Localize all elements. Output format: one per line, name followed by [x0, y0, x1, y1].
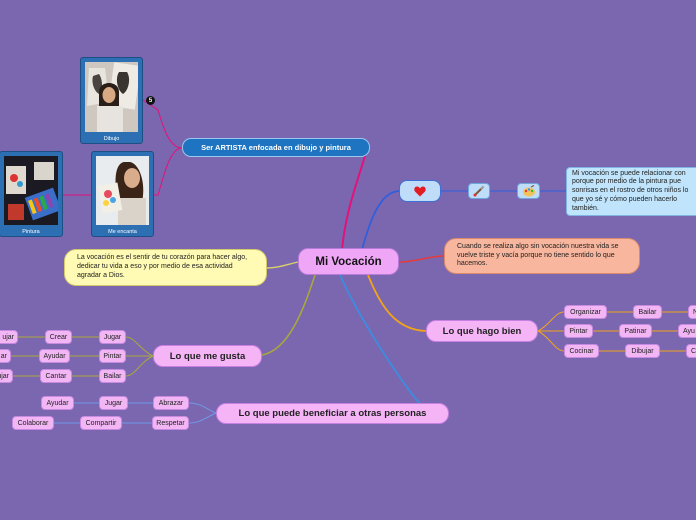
beneficiar-item[interactable]: Colaborar	[12, 416, 54, 430]
beneficiar-item[interactable]: Ayudar	[41, 396, 74, 410]
gusta-item[interactable]: ar	[0, 349, 11, 363]
hago-item[interactable]: Bailar	[633, 305, 662, 319]
gusta-item[interactable]: Bailar	[99, 369, 126, 383]
central-topic[interactable]: Mi Vocación	[298, 248, 399, 275]
heart-description-note[interactable]: Mi vocación se puede relacionar con porq…	[566, 167, 696, 216]
connector-central-heart	[361, 190, 400, 251]
hago-item[interactable]: Pintar	[564, 324, 593, 338]
beneficiar-item[interactable]: Compartir	[80, 416, 122, 430]
heart-icon	[414, 186, 426, 196]
gusta-item[interactable]: ujar	[0, 330, 18, 344]
topic-lo-que-me-gusta[interactable]: Lo que me gusta	[153, 345, 262, 367]
gusta-item[interactable]: Cantar	[40, 369, 72, 383]
gusta-item[interactable]: ujar	[0, 369, 13, 383]
connector-central-beneficiar	[339, 274, 421, 405]
gusta-item[interactable]: Crear	[45, 330, 72, 344]
girl-painting-photo	[96, 156, 149, 225]
connector-beneficiar-cols	[54, 402, 153, 424]
connector-central-hago	[367, 274, 427, 332]
sad-note[interactable]: Cuando se realiza algo sin vocación nues…	[444, 238, 640, 274]
brush-icon	[473, 185, 485, 197]
image-caption: Me encanta	[108, 229, 137, 235]
hago-item[interactable]: Patinar	[619, 324, 652, 338]
gusta-item[interactable]: Ayudar	[39, 349, 70, 363]
painting-icon	[522, 185, 535, 197]
image-caption: Dibujo	[103, 136, 120, 142]
image-me-encanta[interactable]: Me encanta	[91, 151, 154, 237]
image-pintura[interactable]: Pintura	[0, 151, 63, 237]
connector-central-artist	[341, 152, 367, 251]
gusta-item[interactable]: Pintar	[99, 349, 126, 363]
connector-artist-images	[142, 99, 183, 149]
drawing-photo	[85, 62, 138, 132]
hago-item[interactable]: N	[688, 305, 696, 319]
beneficiar-item[interactable]: Abrazar	[153, 396, 189, 410]
connector-gusta-cols	[11, 336, 99, 377]
topic-beneficiar[interactable]: Lo que puede beneficiar a otras personas	[216, 403, 449, 424]
hago-item[interactable]: Cocinar	[564, 344, 599, 358]
connector-hago-rows	[537, 311, 565, 352]
connector-central-yellow	[266, 261, 299, 269]
hago-item[interactable]: Dibujar	[625, 344, 660, 358]
brush-node[interactable]	[468, 183, 490, 199]
heart-topic[interactable]	[399, 180, 441, 202]
beneficiar-item[interactable]: Jugar	[99, 396, 128, 410]
connector-hago-cols	[593, 311, 688, 352]
hago-item[interactable]: C	[686, 344, 696, 358]
hago-item[interactable]: Ayu	[678, 324, 696, 338]
connector-beneficiar-rows	[188, 402, 217, 424]
topic-lo-que-hago-bien[interactable]: Lo que hago bien	[426, 320, 538, 342]
image-dibujo[interactable]: Dibujo	[80, 57, 143, 144]
definition-note[interactable]: La vocación es el sentir de tu corazón p…	[64, 249, 267, 286]
painting-node[interactable]	[517, 183, 540, 199]
connector-central-sad	[398, 255, 445, 263]
image-caption: Pintura	[22, 229, 40, 235]
connector-artist-images-b	[154, 147, 183, 196]
connector-gusta-rows	[125, 336, 154, 377]
beneficiar-item[interactable]: Respetar	[152, 416, 189, 430]
count-badge[interactable]: 5	[146, 96, 155, 105]
topic-ser-artista[interactable]: Ser ARTISTA enfocada en dibujo y pintura	[182, 138, 370, 157]
hago-item[interactable]: Organizar	[564, 305, 607, 319]
paint-photo	[4, 156, 58, 225]
connector-central-gusta	[261, 274, 316, 356]
gusta-item[interactable]: Jugar	[99, 330, 126, 344]
